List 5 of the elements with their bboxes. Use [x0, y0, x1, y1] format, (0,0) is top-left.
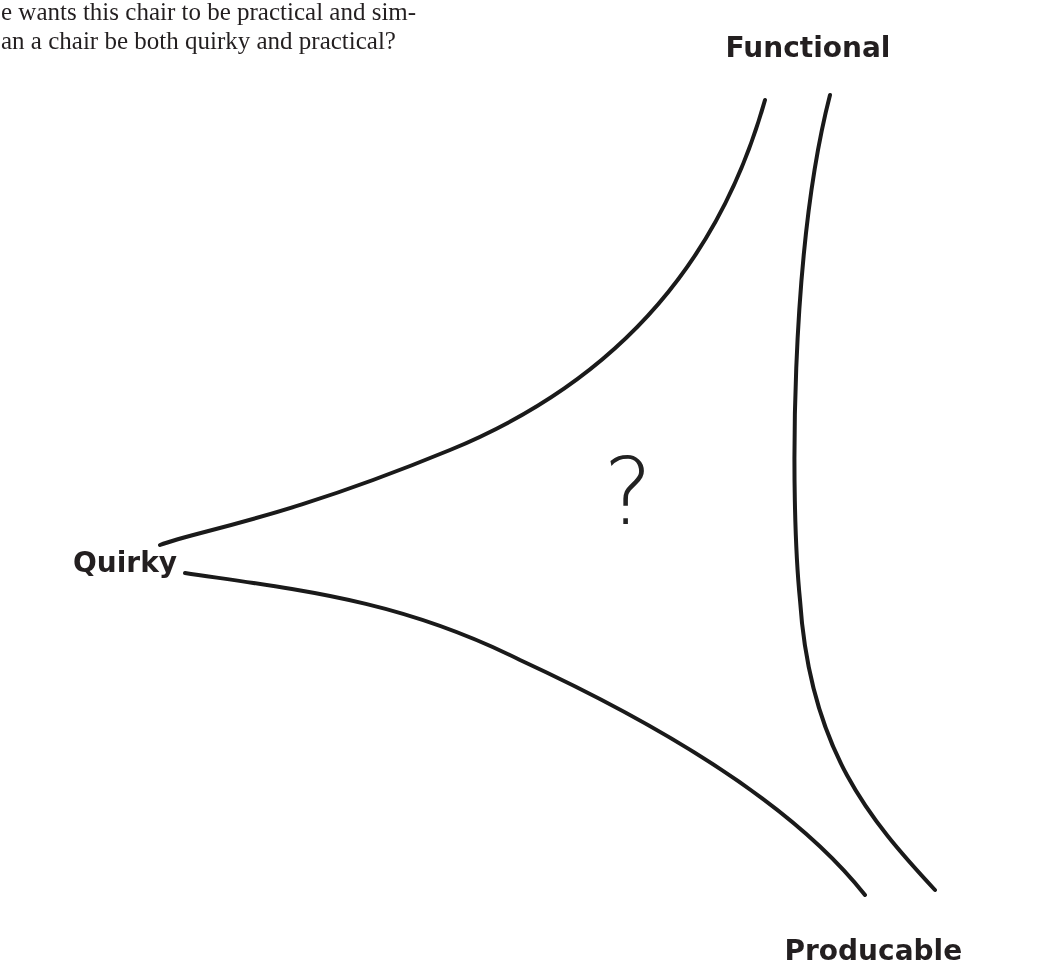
- question-mark: ?: [603, 438, 653, 546]
- axis-label: Quirky: [73, 545, 177, 579]
- intro-paragraph: e wants this chair to be practical and sim- an a chair be both quirky and practical?: [1, 0, 418, 55]
- axis-label: Functional: [725, 30, 891, 64]
- axis-label: Producable: [784, 933, 963, 967]
